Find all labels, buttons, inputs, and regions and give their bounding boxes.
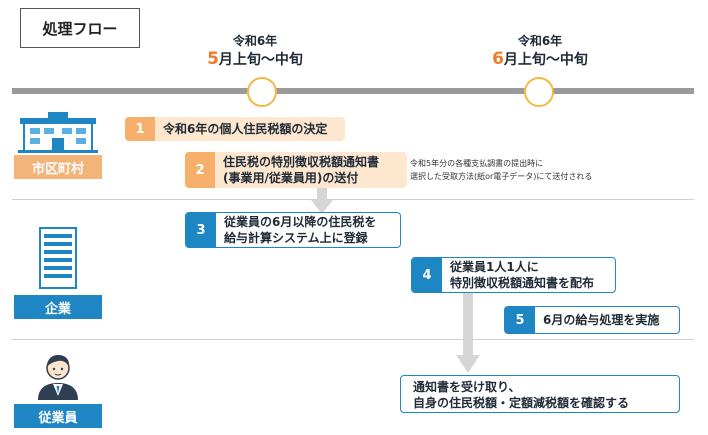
lane-divider bbox=[12, 339, 694, 340]
step-text: 6月の給与処理を実施 bbox=[543, 313, 660, 327]
actor-label-company: 企業 bbox=[14, 295, 102, 319]
step-number: 2 bbox=[185, 152, 215, 188]
step-text: 給与計算システム上に登録 bbox=[224, 231, 368, 245]
step-3-payroll-registration: 3 従業員の6月以降の住民税を 給与計算システム上に登録 bbox=[185, 212, 401, 248]
step-text: 住民税の特別徴収税額通知書 bbox=[223, 155, 380, 169]
timeline-marker-may bbox=[247, 77, 277, 107]
down-arrow-icon bbox=[311, 186, 333, 214]
city-hall-icon bbox=[18, 112, 98, 153]
note-line: 令和5年分の各種支払調書の提出時に bbox=[410, 159, 544, 168]
step-number: 3 bbox=[186, 213, 216, 247]
date-period: 月上旬〜中旬 bbox=[218, 52, 303, 68]
date-period: 月上旬〜中旬 bbox=[503, 52, 588, 68]
step-text: 従業員の6月以降の住民税を bbox=[224, 215, 377, 229]
actor-label-employee: 従業員 bbox=[14, 404, 102, 428]
step-number: 4 bbox=[412, 258, 442, 292]
timeline-bar bbox=[12, 88, 694, 94]
date-year: 令和6年 bbox=[517, 34, 563, 48]
sending-method-note: 令和5年分の各種支払調書の提出時に 選択した受取方法(紙or電子データ)にて送付… bbox=[410, 157, 700, 183]
employee-person-icon bbox=[38, 355, 78, 400]
step-number: 5 bbox=[505, 307, 535, 333]
actor-label-city: 市区町村 bbox=[14, 155, 102, 179]
employee-action-text: 通知書を受け取り、 bbox=[413, 380, 521, 394]
date-year: 令和6年 bbox=[232, 34, 278, 48]
timeline-date-may: 令和6年 5月上旬〜中旬 bbox=[200, 33, 310, 70]
lane-divider bbox=[12, 199, 694, 200]
step-5-june-payroll: 5 6月の給与処理を実施 bbox=[504, 306, 680, 334]
step-number: 1 bbox=[125, 117, 155, 141]
flow-title: 処理フロー bbox=[20, 8, 140, 48]
employee-action-text: 自身の住民税額・定額減税額を確認する bbox=[413, 396, 630, 410]
step-4-notice-distribution: 4 従業員1人1人に 特別徴収税額通知書を配布 bbox=[411, 257, 616, 293]
employee-action-box: 通知書を受け取り、 自身の住民税額・定額減税額を確認する bbox=[400, 375, 680, 413]
step-1-tax-decision: 1 令和6年の個人住民税額の決定 bbox=[125, 117, 345, 141]
timeline-date-june: 令和6年 6月上旬〜中旬 bbox=[480, 33, 600, 70]
down-arrow-icon bbox=[456, 291, 480, 373]
timeline-marker-june bbox=[524, 77, 554, 107]
date-month: 5 bbox=[207, 49, 219, 69]
date-month: 6 bbox=[492, 49, 504, 69]
step-text: 従業員1人1人に bbox=[450, 260, 539, 274]
note-line: 選択した受取方法(紙or電子データ)にて送付される bbox=[410, 172, 593, 181]
step-2-notice-sending: 2 住民税の特別徴収税額通知書 (事業用/従業員用)の送付 bbox=[185, 152, 407, 188]
step-text: 令和6年の個人住民税額の決定 bbox=[163, 122, 328, 136]
step-text: 特別徴収税額通知書を配布 bbox=[450, 276, 595, 290]
step-text: (事業用/従業員用)の送付 bbox=[223, 171, 359, 185]
office-building-icon bbox=[39, 227, 77, 289]
